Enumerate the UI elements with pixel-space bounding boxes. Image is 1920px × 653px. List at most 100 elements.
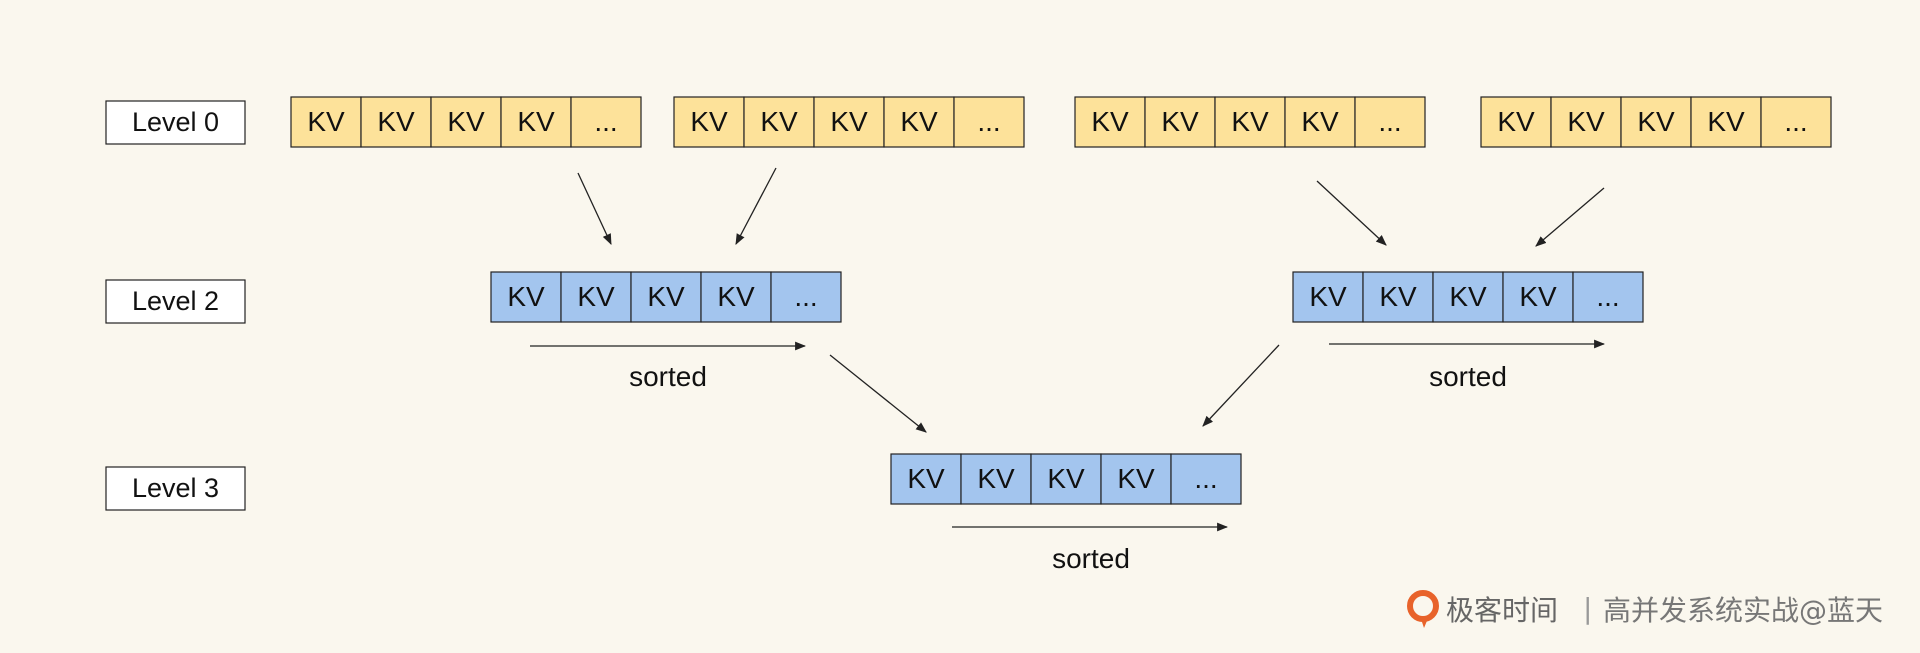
level-0-block-2-cell-4 bbox=[883, 96, 955, 148]
level-2-block-1-cell-1-label: KV bbox=[507, 281, 545, 312]
level-2-block-2-cell-5-label: ... bbox=[1596, 281, 1619, 312]
merge-arrow-l0b1-to-l2b1 bbox=[577, 172, 612, 245]
level-0-block-3-cell-5-label: ... bbox=[1378, 106, 1401, 137]
level-0-label-text: Level 0 bbox=[132, 107, 219, 137]
level-0-block-2-cell-1 bbox=[673, 96, 745, 148]
level-0-block-4-cell-4-label: KV bbox=[1707, 106, 1745, 137]
level-0-block-3-cell-3 bbox=[1214, 96, 1286, 148]
level-0-block-2: KV KV KV KV... bbox=[673, 96, 1025, 148]
level-3-blocks: KV KV KV KV... bbox=[890, 453, 1242, 505]
level-0-block-1-cell-5-label: ... bbox=[594, 106, 617, 137]
level-2-block-2-cell-2 bbox=[1362, 271, 1434, 323]
level-0-block-2-cell-4-label: KV bbox=[900, 106, 938, 137]
merge-arrows bbox=[577, 167, 1605, 433]
level-0-block-3-cell-4 bbox=[1284, 96, 1356, 148]
level-0-block-4-cell-1-label: KV bbox=[1497, 106, 1535, 137]
level-0-block-3-cell-2-label: KV bbox=[1161, 106, 1199, 137]
level-0-block-3-cell-1-label: KV bbox=[1091, 106, 1129, 137]
watermark-separator: | bbox=[1583, 592, 1592, 625]
merge-arrow-l2b1-to-l3 bbox=[829, 354, 927, 433]
level-0-block-4-cell-3-label: KV bbox=[1637, 106, 1675, 137]
level-3-block-1-cell-3 bbox=[1030, 453, 1102, 505]
level-0-block-2-cell-5 bbox=[953, 96, 1025, 148]
level-0-block-3-cell-2 bbox=[1144, 96, 1216, 148]
watermark: 极客时间 | 高并发系统实战@蓝天 bbox=[1407, 590, 1883, 628]
geektime-logo-icon bbox=[1407, 590, 1439, 628]
level-2-block-1-cell-5 bbox=[770, 271, 842, 323]
merge-arrow-l2b2-to-l3 bbox=[1202, 344, 1280, 427]
level-0-block-2-cell-1-label: KV bbox=[690, 106, 728, 137]
level-2-block-1: KV KV KV KV... bbox=[490, 271, 842, 323]
level-0-block-3-cell-4-label: KV bbox=[1301, 106, 1339, 137]
level-0-block-3: KV KV KV KV... bbox=[1074, 96, 1426, 148]
level-2-block-2: KV KV KV KV... bbox=[1292, 271, 1644, 323]
level-0-block-2-cell-2-label: KV bbox=[760, 106, 798, 137]
level-2-block-1-cell-4 bbox=[700, 271, 772, 323]
level-2-label-text: Level 2 bbox=[132, 286, 219, 316]
level-0-block-4-cell-1 bbox=[1480, 96, 1552, 148]
level-0-block-2-cell-3 bbox=[813, 96, 885, 148]
sorted-caption-l2b1: sorted bbox=[629, 361, 707, 392]
level-2-block-1-cell-5-label: ... bbox=[794, 281, 817, 312]
level-0-block-3-cell-1 bbox=[1074, 96, 1146, 148]
merge-arrow-l0b4-to-l2b2 bbox=[1535, 187, 1605, 247]
merge-arrow-l0b2-to-l2b1 bbox=[735, 167, 777, 245]
level-0-label: Level 0 bbox=[105, 100, 246, 145]
level-2-blocks: KV KV KV KV... KV KV KV KV... bbox=[490, 271, 1644, 323]
sorted-caption-l2b2: sorted bbox=[1429, 361, 1507, 392]
sorted-caption-l3: sorted bbox=[1052, 543, 1130, 574]
level-3-block-1-cell-5 bbox=[1170, 453, 1242, 505]
level-0-block-2-cell-3-label: KV bbox=[830, 106, 868, 137]
level-3-block-1-cell-1 bbox=[890, 453, 962, 505]
level-3-block-1-cell-2 bbox=[960, 453, 1032, 505]
level-3-block-1-cell-3-label: KV bbox=[1047, 463, 1085, 494]
level-0-block-4-cell-2-label: KV bbox=[1567, 106, 1605, 137]
level-2-label: Level 2 bbox=[105, 279, 246, 324]
level-0-block-4-cell-5 bbox=[1760, 96, 1832, 148]
level-0-block-3-cell-5 bbox=[1354, 96, 1426, 148]
level-2-block-1-cell-4-label: KV bbox=[717, 281, 755, 312]
level-0-block-1-cell-2-label: KV bbox=[377, 106, 415, 137]
level-0-block-1-cell-3-label: KV bbox=[447, 106, 485, 137]
level-2-block-1-cell-3-label: KV bbox=[647, 281, 685, 312]
level-0-block-4: KV KV KV KV... bbox=[1480, 96, 1832, 148]
level-2-block-2-cell-3-label: KV bbox=[1449, 281, 1487, 312]
level-3-label: Level 3 bbox=[105, 466, 246, 511]
level-0-block-3-cell-3-label: KV bbox=[1231, 106, 1269, 137]
level-2-block-2-cell-5 bbox=[1572, 271, 1644, 323]
merge-arrow-l0b3-to-l2b2 bbox=[1316, 180, 1387, 246]
level-2-block-1-cell-2 bbox=[560, 271, 632, 323]
level-2-block-1-cell-2-label: KV bbox=[577, 281, 615, 312]
level-2-block-1-cell-1 bbox=[490, 271, 562, 323]
sorted-arrows bbox=[530, 339, 1606, 532]
level-3-block-1-cell-2-label: KV bbox=[977, 463, 1015, 494]
level-0-block-1-cell-4-label: KV bbox=[517, 106, 555, 137]
level-3-block-1-cell-5-label: ... bbox=[1194, 463, 1217, 494]
level-0-block-1-cell-5 bbox=[570, 96, 642, 148]
sorted-captions: sorted sorted sorted bbox=[629, 361, 1507, 574]
level-0-block-1-cell-1 bbox=[290, 96, 362, 148]
level-0-block-1-cell-3 bbox=[430, 96, 502, 148]
level-3-block-1-cell-4 bbox=[1100, 453, 1172, 505]
level-0-block-2-cell-5-label: ... bbox=[977, 106, 1000, 137]
level-3-block-1-cell-4-label: KV bbox=[1117, 463, 1155, 494]
level-2-block-2-cell-2-label: KV bbox=[1379, 281, 1417, 312]
level-0-block-2-cell-2 bbox=[743, 96, 815, 148]
level-3-block-1: KV KV KV KV... bbox=[890, 453, 1242, 505]
level-0-block-1-cell-2 bbox=[360, 96, 432, 148]
level-2-block-2-cell-1-label: KV bbox=[1309, 281, 1347, 312]
level-2-block-2-cell-3 bbox=[1432, 271, 1504, 323]
level-2-block-2-cell-4-label: KV bbox=[1519, 281, 1557, 312]
level-0-block-4-cell-2 bbox=[1550, 96, 1622, 148]
level-3-block-1-cell-1-label: KV bbox=[907, 463, 945, 494]
level-0-block-1: KV KV KV KV... bbox=[290, 96, 642, 148]
level-2-block-1-cell-3 bbox=[630, 271, 702, 323]
watermark-course: 高并发系统实战@蓝天 bbox=[1603, 594, 1883, 627]
level-0-block-1-cell-1-label: KV bbox=[307, 106, 345, 137]
level-labels: Level 0 Level 2 Level 3 bbox=[105, 100, 246, 511]
level-0-block-4-cell-3 bbox=[1620, 96, 1692, 148]
level-0-block-4-cell-5-label: ... bbox=[1784, 106, 1807, 137]
watermark-brand: 极客时间 bbox=[1446, 594, 1558, 627]
